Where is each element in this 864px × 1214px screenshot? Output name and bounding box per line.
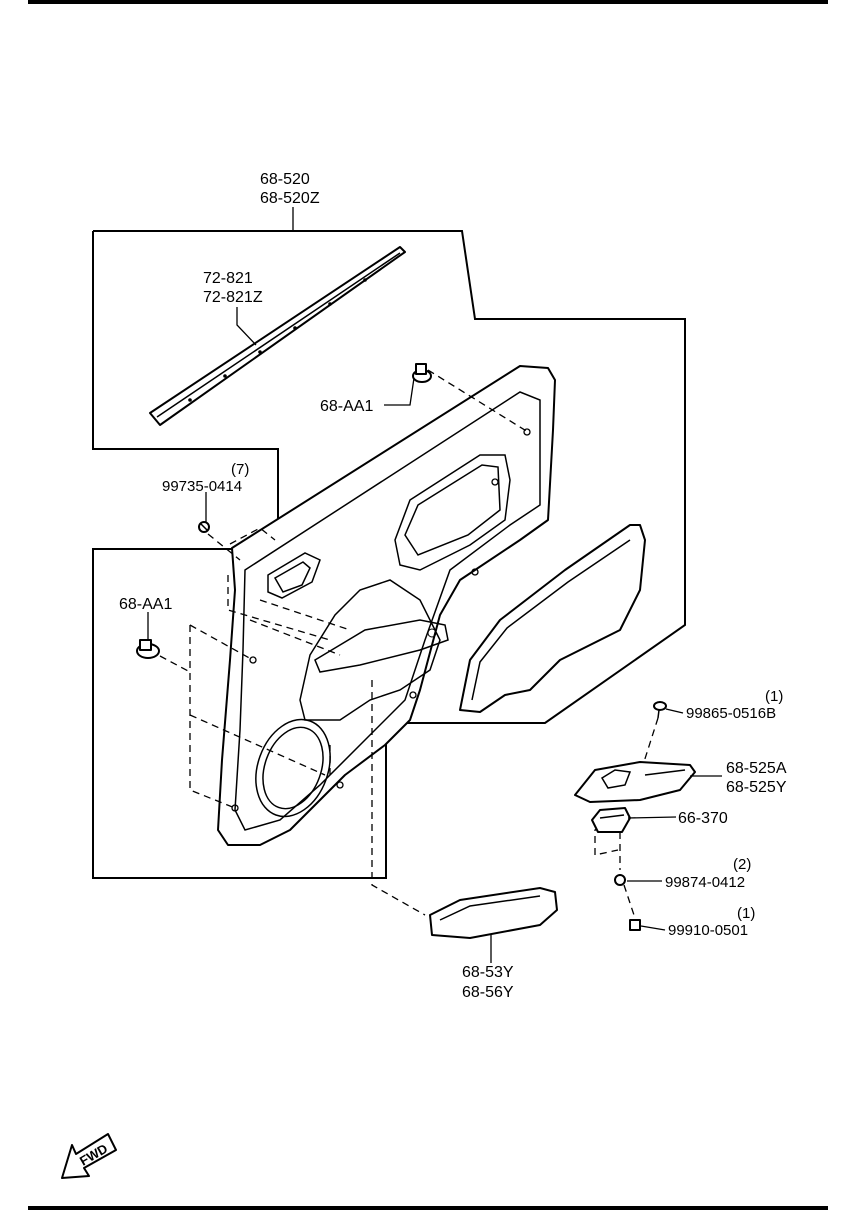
weatherstrip-part: [149, 246, 406, 426]
label-68-525a: 68-525A: [726, 760, 787, 777]
armrest-pad: [429, 887, 558, 939]
label-66-370: 66-370: [678, 810, 728, 827]
label-99910-0501: 99910-0501: [668, 922, 748, 939]
clip-left: [136, 639, 160, 659]
bottom-border: [28, 1206, 828, 1210]
label-68-520z: 68-520Z: [260, 190, 320, 207]
label-qty-2: (2): [733, 856, 751, 873]
door-trim-panel: [217, 365, 556, 846]
label-68-525y: 68-525Y: [726, 779, 787, 796]
window-switch: [591, 807, 631, 833]
label-qty-7: (7): [231, 461, 249, 478]
screw-99735: [198, 521, 210, 533]
top-border: [28, 0, 828, 4]
assembly-frame: [92, 230, 686, 879]
label-99874-0412: 99874-0412: [665, 874, 745, 891]
fwd-arrow-icon: FWD: [61, 1133, 117, 1179]
nut-99910: [629, 919, 641, 931]
clip-upper: [412, 363, 432, 383]
label-68-aa1-upper: 68-AA1: [320, 398, 373, 415]
label-99865-0516b: 99865-0516B: [686, 705, 776, 722]
label-68-56y: 68-56Y: [462, 984, 514, 1001]
label-qty-1-nut: (1): [737, 905, 755, 922]
switch-panel: [574, 761, 696, 803]
label-99735-0414: 99735-0414: [162, 478, 242, 495]
label-72-821z: 72-821Z: [203, 289, 263, 306]
screw-99874: [614, 874, 626, 886]
label-68-520: 68-520: [260, 171, 310, 188]
label-68-aa1-left: 68-AA1: [119, 596, 172, 613]
armrest-trim-strip: [459, 524, 646, 713]
label-68-53y: 68-53Y: [462, 964, 514, 981]
leader-lines: [147, 207, 722, 963]
label-72-821: 72-821: [203, 270, 253, 287]
label-qty-1-bolt: (1): [765, 688, 783, 705]
bolt-99865: [653, 701, 667, 719]
alignment-lines: [159, 369, 659, 916]
